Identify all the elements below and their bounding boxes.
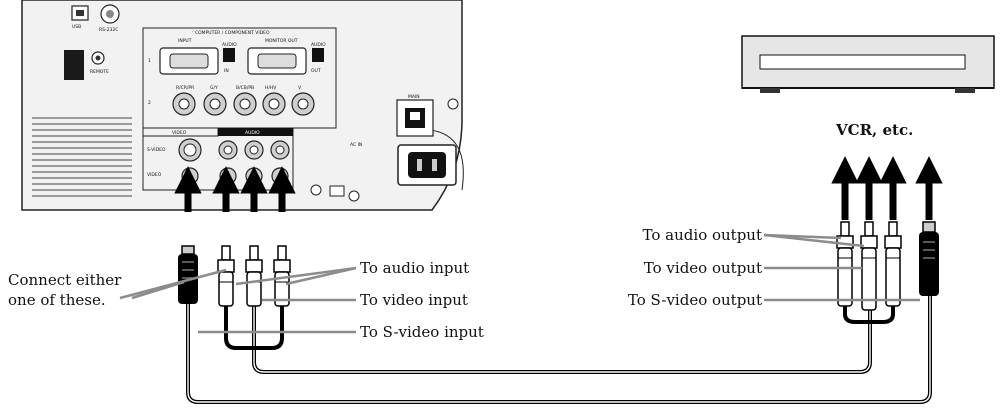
connect-either-label: Connect either [8, 271, 122, 289]
svideo-row-label: S-VIDEO [147, 147, 166, 153]
audio-in-label: IN [224, 68, 229, 74]
leader-lines [119, 233, 920, 334]
component-jack-label-3: B/CB/PB [236, 85, 254, 91]
to-audio-output-label: To audio output [643, 226, 762, 244]
to-svideo-input-label: To S-video input [360, 323, 484, 341]
usb-label: USB [72, 24, 81, 30]
audio-section-label: AUDIO [245, 130, 260, 136]
component-jack-label-5: V [298, 85, 302, 91]
video-section-label: VIDEO [172, 130, 187, 136]
arrows-into-vcr [831, 156, 943, 220]
rs232c-label: RS-232C [99, 27, 118, 33]
vent-grille [32, 117, 132, 197]
to-audio-input-label: To audio input [360, 259, 469, 277]
cables [186, 292, 932, 404]
audio-in-jack [223, 48, 235, 62]
svideo-plug-left [178, 245, 198, 304]
ccv-label: COMPUTER / COMPONENT VIDEO [195, 30, 270, 36]
to-svideo-output-label: To S-video output [628, 291, 762, 309]
component-jack-label-1: R/CR/PR [176, 85, 194, 91]
vcr-device [741, 35, 995, 93]
projector-rear-panel: USB RS-232C REMOTE COMPUTER / COMPONENT … [21, 0, 464, 211]
component-jack-label-4: H/HV [265, 85, 277, 91]
vcr-label: VCR, etc. [835, 121, 913, 139]
svideo-plug-right [919, 221, 939, 296]
monitor-out-label: MONITOR OUT [265, 38, 298, 44]
audio-in-top-label: AUDIO [222, 42, 237, 48]
audio-out-jack [312, 48, 324, 62]
row1-label: 1 [148, 58, 151, 64]
row2-label: 2 [148, 100, 151, 106]
rca-plugs-left [217, 245, 291, 307]
audio-out-label: OUT [311, 68, 321, 74]
video-row-label: VIDEO [147, 172, 162, 178]
main-label: MAIN [408, 94, 420, 100]
component-jacks: R/CR/PR G/Y B/CB/PB H/HV V [172, 85, 315, 116]
to-video-output-label: To video output [644, 259, 762, 277]
rca-plugs-right [836, 221, 902, 311]
audio-out-top-label: AUDIO [311, 42, 326, 48]
black-switch-block [64, 50, 84, 80]
component-jack-label-2: G/Y [210, 85, 218, 91]
one-of-these-label: one of these. [8, 291, 106, 309]
arrows-into-projector [174, 166, 296, 212]
input-label: INPUT [178, 38, 192, 44]
ac-in-label: AC IN [350, 142, 362, 148]
to-video-input-label: To video input [360, 291, 468, 309]
remote-label: REMOTE [90, 69, 109, 75]
